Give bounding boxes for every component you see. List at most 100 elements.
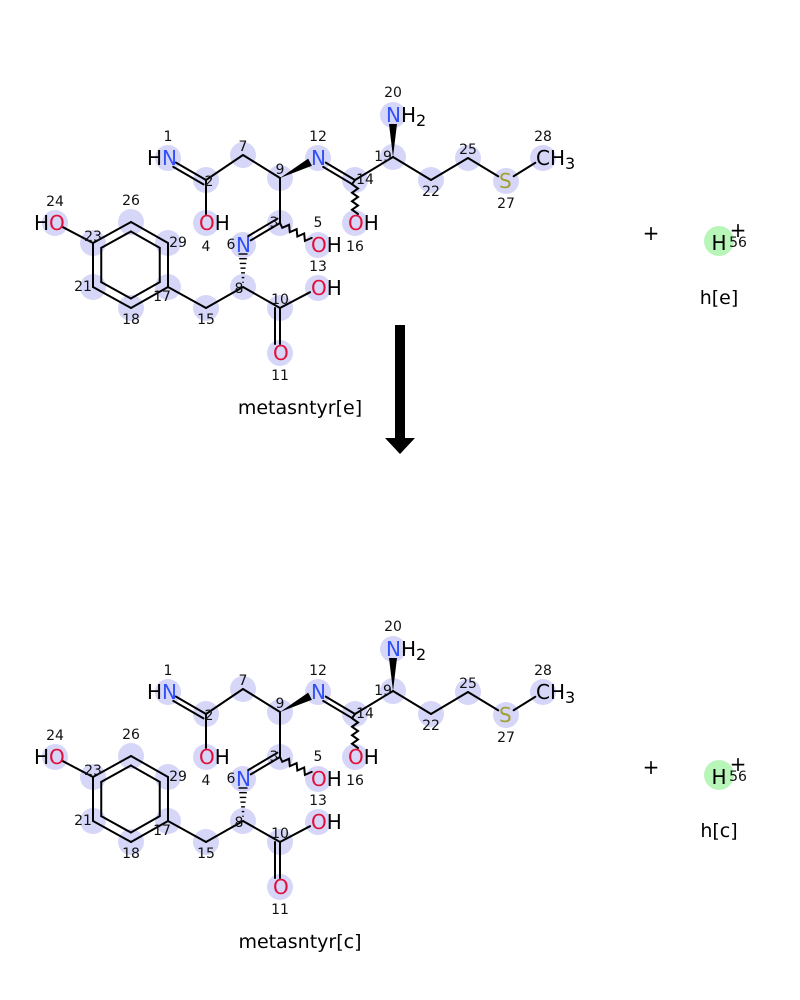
bond-15-17: [167, 820, 207, 843]
bond-26-23: [92, 755, 132, 778]
atom-number-26: 26: [122, 727, 140, 743]
bond-3-6: [249, 756, 281, 776]
proton-number: 56: [729, 769, 747, 785]
atom-number-2: 2: [205, 174, 214, 190]
atom-highlight-4: [193, 210, 219, 236]
bond-29-26: [130, 755, 169, 778]
atom-number-9: 9: [276, 696, 285, 712]
atom-number-14: 14: [356, 172, 374, 188]
bond-2-7: [205, 154, 244, 181]
product-proton: H + 56: [704, 752, 747, 790]
atom-number-22: 22: [422, 184, 440, 200]
bond-12-14-second: [322, 699, 354, 720]
atom-highlight-27: [493, 702, 519, 728]
atom-number-20: 20: [384, 619, 402, 635]
atom-label-20: NH2: [386, 103, 426, 130]
atom-number-29: 29: [169, 769, 187, 785]
bond-8-15: [205, 820, 244, 843]
proton-label: H: [711, 765, 726, 789]
bond-22-25: [430, 691, 469, 715]
bond-19-22: [392, 156, 432, 181]
bond-15-17: [167, 286, 207, 309]
atom-number-27: 27: [497, 196, 515, 212]
atom-number-8: 8: [235, 815, 244, 831]
atom-number-1: 1: [164, 663, 173, 679]
bond-14-16-wavy: [350, 179, 360, 215]
aromatic-inner-bond: [100, 230, 132, 249]
atom-number-10: 10: [271, 292, 289, 308]
bond-19-20-wedge: [389, 124, 397, 157]
atom-number-27: 27: [497, 730, 515, 746]
atom-label-13: OH: [311, 276, 342, 300]
atom-number-6: 6: [227, 237, 236, 253]
bond-10-13: [279, 291, 312, 309]
bond-3-6: [249, 222, 281, 242]
atom-label-28: CH3: [536, 680, 575, 707]
atom-number-16: 16: [346, 239, 364, 255]
atom-number-23: 23: [84, 763, 102, 779]
atom-highlight-13: [305, 275, 331, 301]
aromatic-inner-bond: [100, 281, 132, 300]
atom-highlight-1: [155, 679, 181, 705]
bond-14-16-wavy: [350, 713, 360, 749]
atom-number-19: 19: [374, 149, 392, 165]
reactant-proton-name: h[e]: [700, 287, 739, 309]
bond-12-14-second: [322, 165, 354, 186]
atom-highlight-16: [342, 744, 368, 770]
proton-highlight: [704, 760, 734, 790]
atom-label-4: OH: [199, 211, 230, 235]
bond-3-6-second: [247, 217, 279, 238]
atom-label-5: OH: [311, 233, 342, 257]
atom-highlight-28: [530, 679, 556, 705]
product-proton-name: h[c]: [700, 820, 737, 842]
atom-highlight-20: [380, 636, 406, 662]
atom-number-17: 17: [153, 289, 171, 305]
atom-number-12: 12: [309, 129, 327, 145]
atom-label-1: HN: [147, 680, 177, 704]
aromatic-inner-bond: [129, 815, 161, 834]
atom-number-4: 4: [202, 773, 211, 789]
bond-12-14: [324, 695, 356, 715]
atom-highlight-11: [267, 340, 293, 366]
atom-number-24: 24: [46, 728, 64, 744]
atom-number-25: 25: [459, 676, 477, 692]
atom-highlight-20: [380, 102, 406, 128]
plus-sign-reactants: +: [643, 221, 660, 245]
bond-18-17: [130, 820, 169, 843]
plus-sign-products: +: [643, 755, 660, 779]
atom-number-21: 21: [74, 813, 92, 829]
atom-number-20: 20: [384, 85, 402, 101]
atom-label-20: NH2: [386, 637, 426, 664]
atom-highlight-11: [267, 874, 293, 900]
atom-number-11: 11: [271, 368, 289, 384]
atom-label-12: N: [311, 680, 326, 704]
atom-highlight-6: [230, 232, 256, 258]
atom-number-17: 17: [153, 823, 171, 839]
atom-number-19: 19: [374, 683, 392, 699]
atom-number-26: 26: [122, 193, 140, 209]
bond-7-9: [242, 154, 281, 179]
atom-label-6: N: [236, 767, 251, 791]
bond-8-10: [242, 286, 281, 309]
bond-22-25: [430, 157, 469, 181]
atom-number-1: 1: [164, 129, 173, 145]
atom-number-12: 12: [309, 663, 327, 679]
atom-number-28: 28: [534, 129, 552, 145]
atom-label-6: N: [236, 233, 251, 257]
bond-25-27: [467, 157, 500, 178]
atom-number-23: 23: [84, 229, 102, 245]
atom-number-5: 5: [314, 749, 323, 765]
bond-2-7: [205, 688, 244, 715]
atom-number-21: 21: [74, 279, 92, 295]
bond-9-12-wedge: [280, 158, 312, 178]
atom-number-3: 3: [270, 749, 279, 765]
bond-12-14: [324, 161, 356, 181]
atom-number-3: 3: [270, 215, 279, 231]
atom-label-27: S: [499, 703, 512, 727]
atom-highlight-13: [305, 809, 331, 835]
atom-label-1: HN: [147, 146, 177, 170]
atom-number-28: 28: [534, 663, 552, 679]
proton-charge: +: [730, 752, 747, 776]
